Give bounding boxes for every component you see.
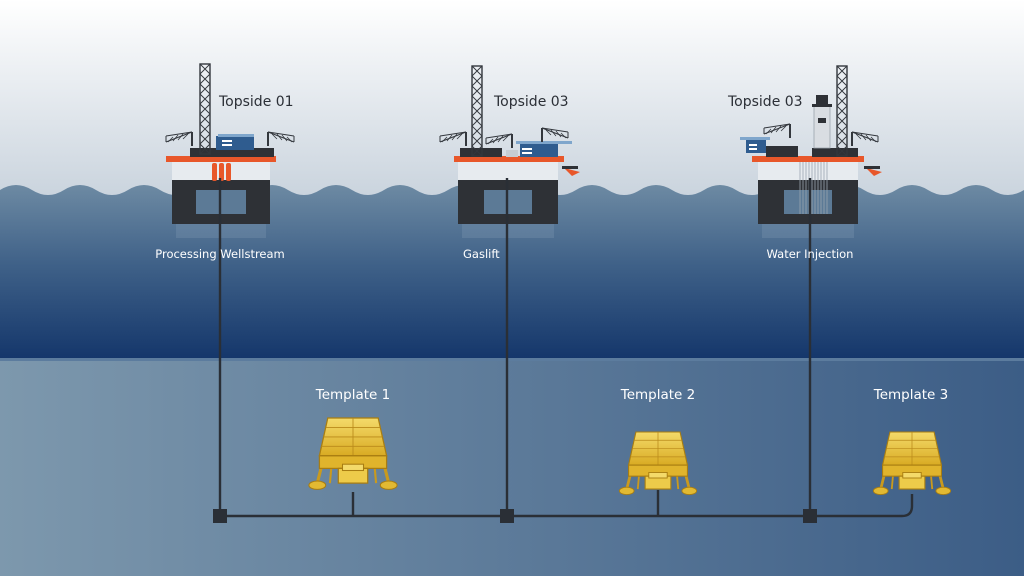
platform-2-columns xyxy=(458,160,558,180)
template-3-label: Template 3 xyxy=(873,387,948,403)
platform-1-module xyxy=(216,136,254,150)
platform-1-deck xyxy=(166,156,276,162)
platform-2-deck xyxy=(454,156,564,162)
junction-2 xyxy=(500,509,514,523)
seabed xyxy=(0,360,1024,576)
sea xyxy=(0,185,1024,362)
junction-3 xyxy=(803,509,817,523)
platform-3-hull-opening xyxy=(784,190,832,214)
platform-1-function-label: Processing Wellstream xyxy=(155,247,285,261)
platform-2-module xyxy=(520,144,558,157)
platform-3 xyxy=(740,65,882,238)
platform-3-tower xyxy=(813,105,831,149)
platform-3-module xyxy=(746,140,766,153)
pipelines xyxy=(218,178,914,518)
platform-3-topside-label: Topside 03 xyxy=(727,94,803,110)
flowline-template-3 xyxy=(810,494,914,518)
platform-2-topside-label: Topside 03 xyxy=(493,94,569,110)
template-2-label: Template 2 xyxy=(620,387,695,403)
platform-3-deck xyxy=(752,156,864,162)
platform-2-function-label: Gaslift xyxy=(463,247,500,261)
platform-3-function-label: Water Injection xyxy=(767,247,854,261)
junction-1 xyxy=(213,509,227,523)
template-1-label: Template 1 xyxy=(315,387,390,403)
seabed-line xyxy=(0,358,1024,361)
platform-3-columns xyxy=(758,160,858,180)
platform-1-topside-label: Topside 01 xyxy=(218,94,294,110)
